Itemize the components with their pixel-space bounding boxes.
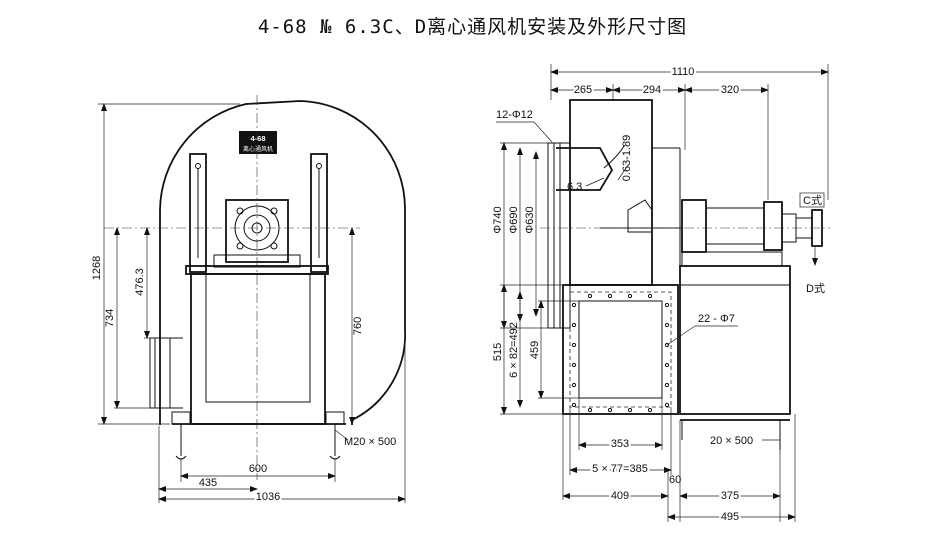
drawing-title: 4-68 № 6.3C、D离心通风机安装及外形尺寸图 xyxy=(257,16,688,38)
label-holes-22: 22 - Φ7 xyxy=(698,313,735,325)
label-holes-12: 12-Φ12 xyxy=(496,109,533,121)
dim-1268: 1268 xyxy=(91,256,103,280)
dim-d740: Φ740 xyxy=(492,206,504,233)
bearing-block xyxy=(681,199,707,253)
support-frame xyxy=(679,265,791,415)
outlet-flange-frame xyxy=(562,284,679,415)
flange-holes xyxy=(571,293,670,413)
dim-bolt-m20: M20 × 500 xyxy=(344,436,396,448)
dim-760: 760 xyxy=(352,317,364,335)
right-post xyxy=(310,153,328,273)
dim-1110: 1110 xyxy=(672,66,695,78)
dim-320: 320 xyxy=(721,84,739,96)
dim-515: 515 xyxy=(492,343,504,361)
left-view: 4-68 离心通风机 1268 734 xyxy=(91,95,406,505)
inlet-flange-side xyxy=(547,142,571,329)
dim-459: 459 xyxy=(529,341,541,359)
dim-bolt-20x500: 20 × 500 xyxy=(710,435,753,447)
label-c-type: C式 xyxy=(803,194,822,207)
nameplate-line2: 离心通风机 xyxy=(243,145,273,153)
dim-435: 435 xyxy=(199,477,217,489)
dim-600: 600 xyxy=(249,463,267,475)
nameplate xyxy=(239,131,277,154)
dim-294: 294 xyxy=(643,84,661,96)
dim-353: 353 xyxy=(611,438,629,450)
label-thickness-6-3: 6.3 xyxy=(567,181,582,193)
dim-476-3: 476.3 xyxy=(134,268,146,296)
shaft-housing xyxy=(705,207,765,245)
inlet-cone xyxy=(556,147,614,191)
dim-d630: Φ630 xyxy=(524,206,536,233)
dim-385: 5 × 77=385 xyxy=(592,463,648,475)
nameplate-line1: 4-68 xyxy=(250,134,265,143)
dim-265: 265 xyxy=(574,84,592,96)
left-post xyxy=(189,153,207,273)
dim-60: 60 xyxy=(669,474,681,486)
dim-495: 495 xyxy=(721,511,739,523)
fan-outlet-section xyxy=(569,99,653,286)
right-view: 1110 265 294 320 C式 D式 xyxy=(492,64,830,525)
impeller-hub xyxy=(627,199,653,233)
dim-492: 6 × 82=492 xyxy=(508,322,520,378)
dim-1036: 1036 xyxy=(256,491,280,503)
dim-409: 409 xyxy=(611,490,629,502)
label-d-type: D式 xyxy=(806,282,825,295)
dim-734: 734 xyxy=(104,309,116,327)
dim-375: 375 xyxy=(721,490,739,502)
dim-d690: Φ690 xyxy=(508,206,520,233)
fan-housing-scroll xyxy=(159,100,406,425)
label-thickness-range: 0.63-1.89 xyxy=(621,135,633,181)
